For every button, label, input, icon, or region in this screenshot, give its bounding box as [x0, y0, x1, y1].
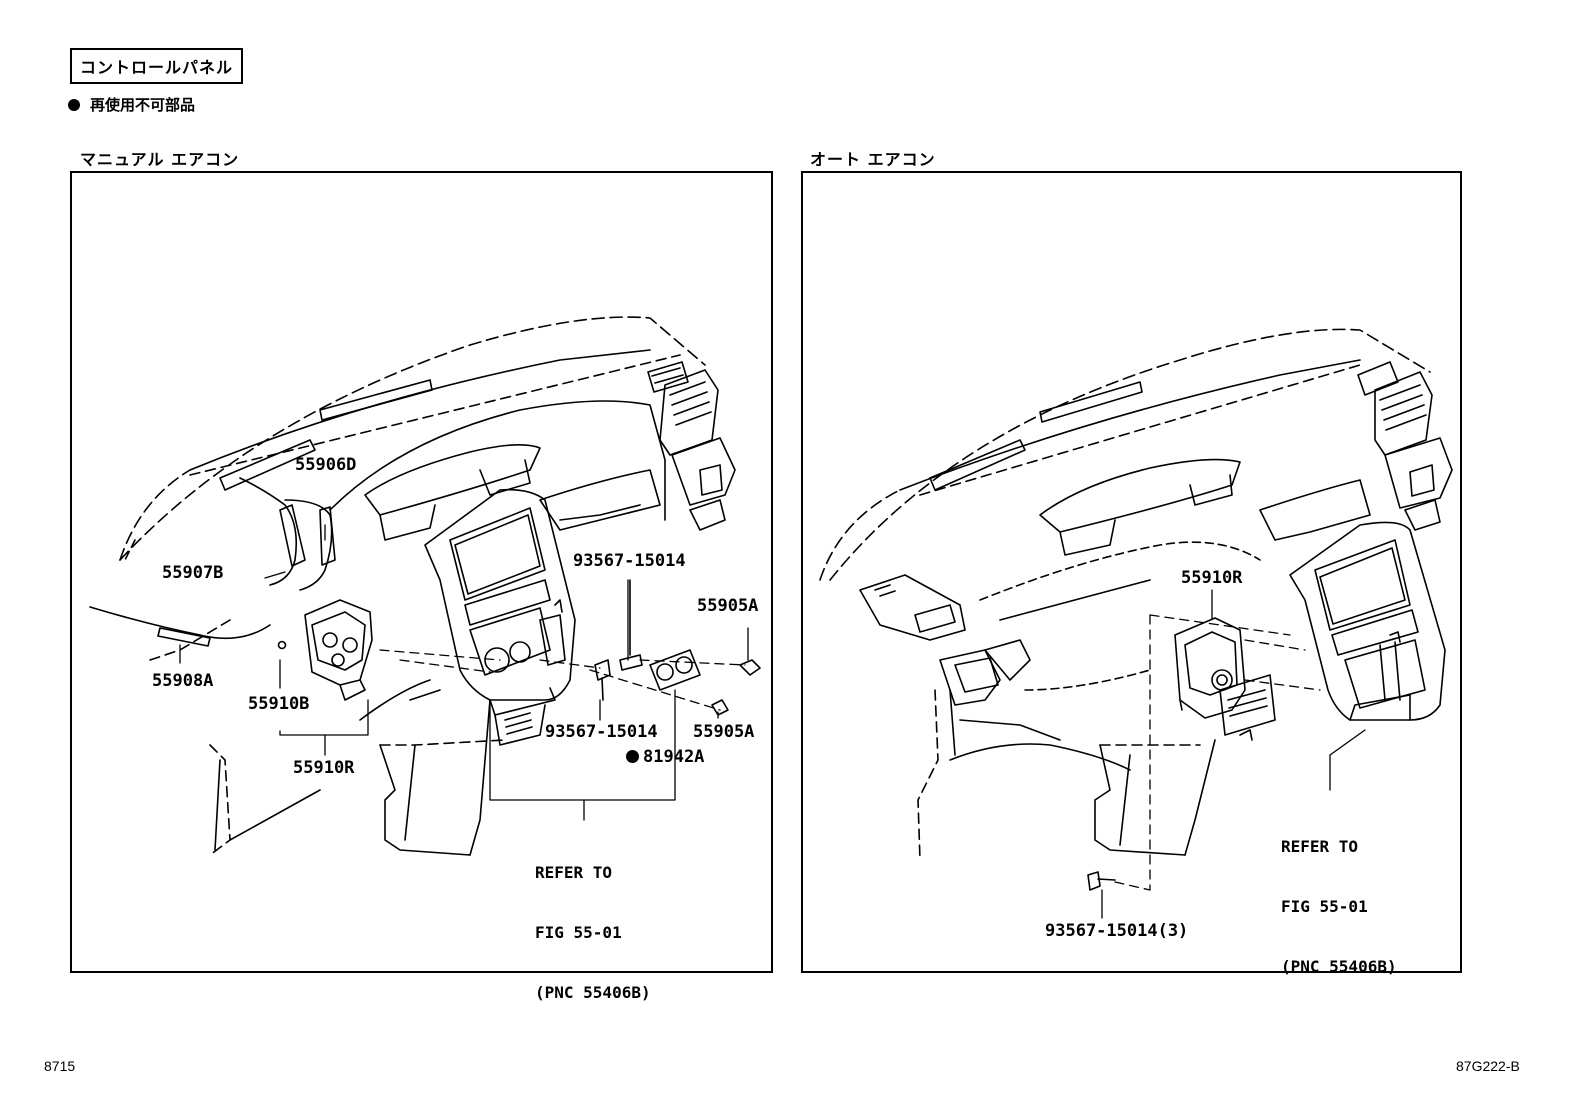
non-reusable-bullet-icon — [68, 99, 80, 111]
non-reusable-bullet-icon — [626, 750, 639, 763]
legend: 再使用不可部品 — [68, 94, 195, 115]
label-55905A-top: 55905A — [697, 596, 759, 616]
left-fasteners — [594, 579, 761, 716]
refer-line-2: FIG 55-01 — [1281, 897, 1368, 916]
left-cables — [89, 477, 336, 647]
left-leader-dashes — [379, 649, 746, 711]
left-dashboard-outline — [119, 316, 736, 856]
refer-line-2: FIG 55-01 — [535, 923, 622, 942]
auto-ac-panel — [801, 171, 1462, 973]
label-81942A: 81942A — [626, 749, 704, 766]
right-panel-title: オート エアコン — [810, 150, 936, 169]
right-refer-note: REFER TO FIG 55-01 (PNC 55406B) — [1281, 797, 1397, 997]
refer-line-3: (PNC 55406B) — [535, 983, 651, 1002]
label-55905A-bottom: 55905A — [693, 722, 755, 742]
label-55906D: 55906D — [295, 455, 357, 475]
right-leader-lines — [1101, 589, 1366, 919]
label-55910R-left: 55910R — [293, 758, 355, 778]
label-55910R-right: 55910R — [1181, 568, 1243, 588]
refer-line-3: (PNC 55406B) — [1281, 957, 1397, 976]
footer-left-code: 8715 — [44, 1058, 76, 1074]
label-81942A-text: 81942A — [643, 747, 705, 767]
right-screw — [1087, 871, 1116, 891]
label-55908A: 55908A — [152, 671, 214, 691]
label-55910B: 55910B — [248, 694, 310, 714]
label-93567-top: 93567-15014 — [573, 551, 686, 571]
left-panel-title: マニュアル エアコン — [80, 150, 240, 169]
section-title: コントロールパネル — [70, 48, 244, 84]
right-dashboard-outline — [819, 328, 1453, 861]
refer-line-1: REFER TO — [535, 863, 613, 882]
right-leader-dashes — [1114, 614, 1321, 891]
label-93567-bottom: 93567-15014 — [545, 722, 658, 742]
left-refer-note: REFER TO FIG 55-01 (PNC 55406B) — [535, 823, 651, 1023]
footer-right-code: 87G222-B — [1456, 1058, 1520, 1074]
legend-text: 再使用不可部品 — [90, 96, 196, 114]
left-control-unit — [277, 599, 373, 701]
label-55907B: 55907B — [162, 563, 224, 583]
label-93567-right: 93567-15014(3) — [1045, 921, 1189, 941]
left-leader-lines — [179, 524, 749, 821]
manual-ac-panel — [70, 171, 773, 973]
right-control-unit — [1174, 617, 1246, 719]
refer-line-1: REFER TO — [1281, 837, 1359, 856]
